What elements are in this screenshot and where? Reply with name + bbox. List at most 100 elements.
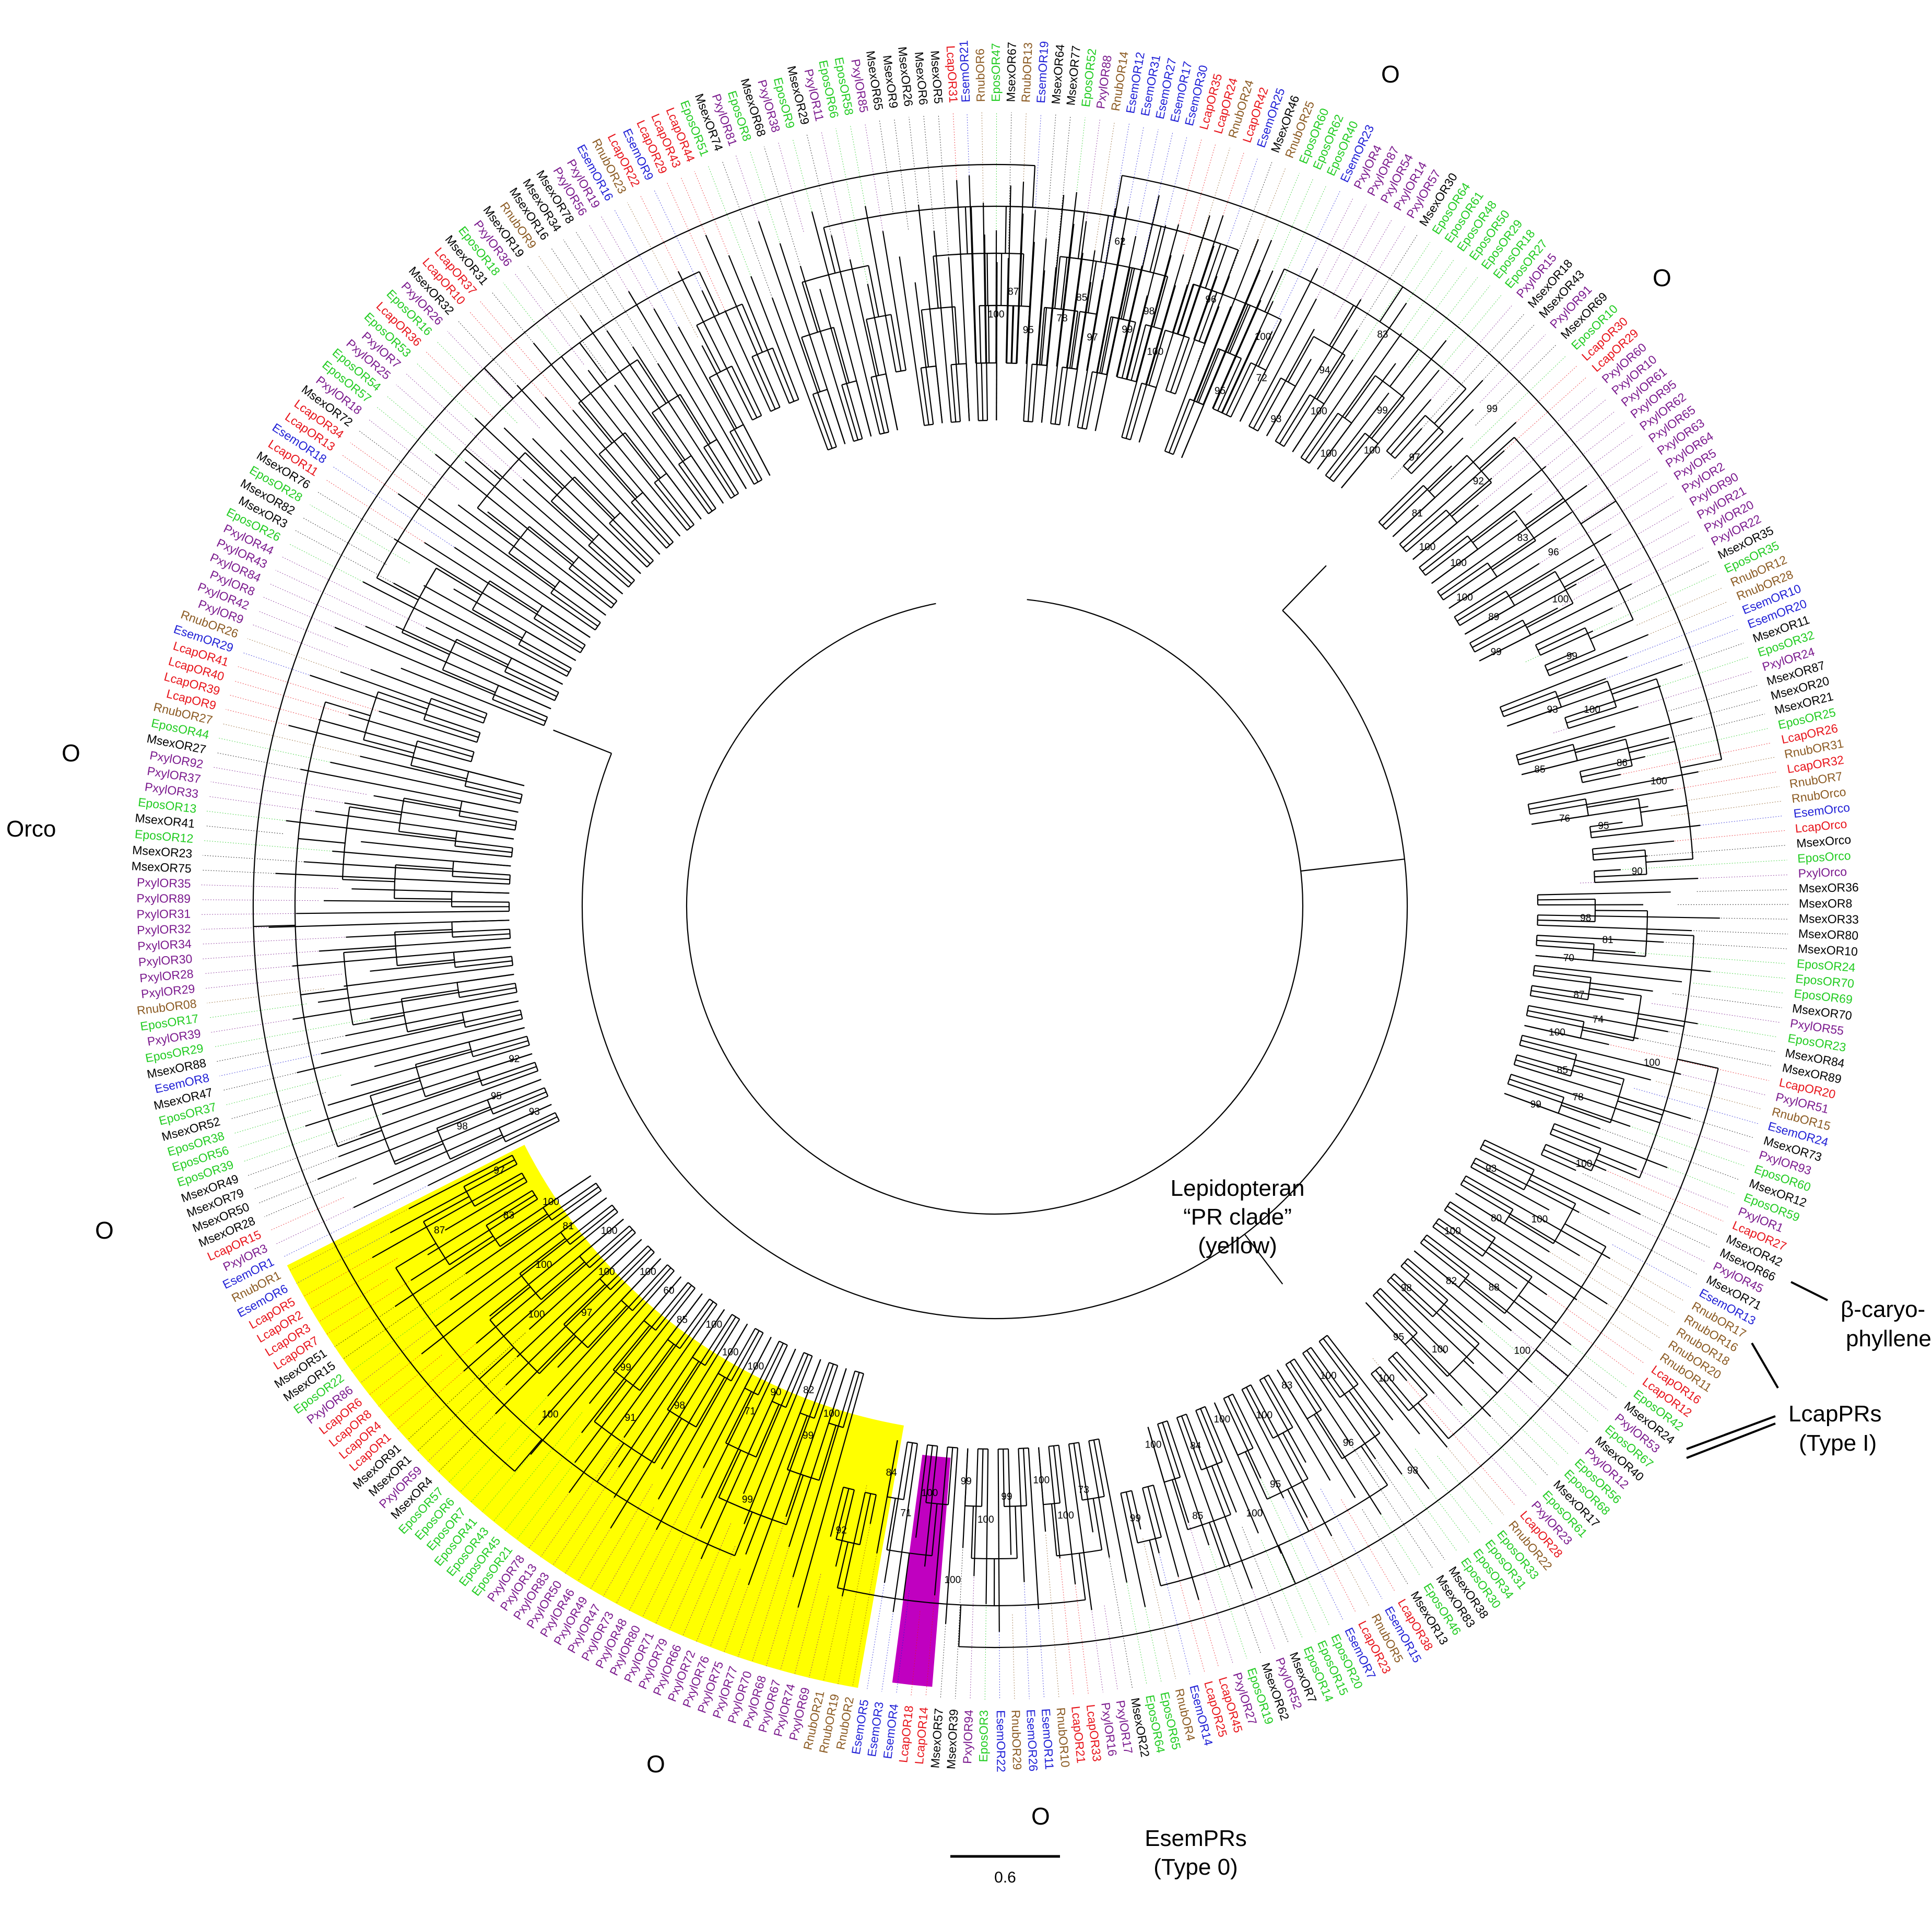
bootstrap-label: 99 bbox=[1530, 1099, 1541, 1110]
terminal-branch bbox=[310, 675, 480, 734]
internal-branch bbox=[477, 507, 520, 540]
terminal-branch bbox=[463, 1225, 630, 1372]
terminal-branch bbox=[924, 1446, 938, 1567]
internal-branch bbox=[1221, 250, 1239, 295]
leaf-label: EposOR3 bbox=[976, 1710, 991, 1762]
leaf-guide-line bbox=[1693, 983, 1784, 994]
internal-branch bbox=[885, 373, 898, 431]
bootstrap-label: 85 bbox=[677, 1315, 688, 1326]
internal-branch bbox=[1515, 1059, 1571, 1077]
internal-branch bbox=[1258, 319, 1282, 367]
internal-branch bbox=[744, 1336, 772, 1389]
terminal-branch bbox=[1096, 206, 1129, 373]
internal-branch bbox=[465, 785, 522, 799]
leaf-guide-line bbox=[1335, 234, 1418, 364]
internal-branch bbox=[1027, 364, 1033, 422]
leaf-guide-line bbox=[881, 1569, 900, 1692]
terminal-branch bbox=[1068, 1444, 1092, 1610]
terminal-branch bbox=[1518, 717, 1693, 766]
internal-branch bbox=[344, 948, 396, 954]
internal-branch bbox=[1403, 509, 1447, 549]
node-arc bbox=[933, 252, 1002, 257]
terminal-branch bbox=[655, 1332, 764, 1531]
node-arc bbox=[718, 1497, 787, 1525]
terminal-branch bbox=[728, 255, 790, 404]
bootstrap-label: 98 bbox=[1401, 1283, 1412, 1293]
internal-branch bbox=[612, 1325, 651, 1370]
bootstrap-label: 98 bbox=[1407, 1465, 1418, 1476]
terminal-branch bbox=[1129, 285, 1176, 440]
terminal-branch bbox=[569, 1299, 710, 1493]
leaf-guide-line bbox=[1032, 1516, 1045, 1699]
terminal-branch bbox=[1088, 1441, 1110, 1558]
internal-branch bbox=[1581, 765, 1633, 778]
internal-branch bbox=[1177, 284, 1195, 335]
terminal-branch bbox=[1595, 878, 1699, 883]
terminal-branch bbox=[1309, 333, 1402, 464]
internal-branch bbox=[965, 363, 970, 421]
internal-branch bbox=[472, 609, 523, 639]
leaf-guide-line bbox=[1050, 115, 1071, 329]
leaf-guide-line bbox=[201, 926, 280, 930]
leaf-guide-line bbox=[710, 1569, 740, 1648]
terminal-branch bbox=[1419, 466, 1547, 568]
leaf-label: EsemOR19 bbox=[1034, 41, 1051, 103]
leaf-guide-line bbox=[1111, 1505, 1147, 1685]
node-arc bbox=[703, 439, 717, 448]
internal-branch bbox=[370, 1080, 421, 1097]
terminal-branch bbox=[1157, 1423, 1189, 1523]
internal-branch bbox=[543, 1175, 592, 1208]
terminal-branch bbox=[1106, 236, 1137, 375]
internal-branch bbox=[1125, 383, 1142, 439]
terminal-branch bbox=[1444, 1209, 1577, 1301]
leaf-label: PxylOR35 bbox=[137, 875, 191, 890]
terminal-branch bbox=[1475, 1157, 1580, 1213]
terminal-branch bbox=[580, 315, 716, 509]
node-arc bbox=[1469, 642, 1476, 653]
node-arc bbox=[598, 432, 626, 455]
terminal-branch bbox=[1516, 1054, 1621, 1085]
internal-branch bbox=[718, 1450, 741, 1498]
node-arc bbox=[1507, 1074, 1512, 1084]
internal-branch bbox=[979, 305, 982, 363]
internal-branch bbox=[868, 265, 879, 317]
internal-branch bbox=[621, 1258, 662, 1301]
internal-branch bbox=[498, 685, 551, 710]
internal-branch bbox=[1447, 1205, 1496, 1239]
node-arc bbox=[482, 713, 488, 723]
internal-branch bbox=[679, 1301, 714, 1349]
terminal-branch bbox=[286, 820, 513, 849]
bootstrap-label: 100 bbox=[988, 309, 1005, 320]
internal-branch bbox=[482, 1066, 537, 1086]
leaf-guide-line bbox=[1612, 1244, 1691, 1288]
terminal-branch bbox=[1325, 392, 1389, 476]
internal-branch bbox=[450, 1134, 503, 1160]
internal-branch bbox=[1123, 268, 1135, 320]
bootstrap-label: 100 bbox=[1552, 594, 1569, 605]
node-arc bbox=[436, 1128, 451, 1160]
internal-branch bbox=[455, 960, 513, 968]
bootstrap-label: 100 bbox=[1145, 1439, 1162, 1450]
leaf-guide-line bbox=[1656, 1081, 1762, 1110]
leaf-guide-line bbox=[269, 583, 393, 639]
node-arc bbox=[580, 644, 586, 653]
terminal-branch bbox=[1302, 1352, 1376, 1460]
internal-branch bbox=[1521, 1040, 1577, 1055]
internal-branch bbox=[731, 1330, 760, 1381]
internal-branch bbox=[1680, 759, 1722, 769]
internal-branch bbox=[833, 327, 850, 383]
terminal-branch bbox=[1564, 685, 1661, 719]
internal-branch bbox=[986, 253, 988, 306]
terminal-branch bbox=[489, 1211, 618, 1317]
node-arc bbox=[519, 1273, 542, 1300]
terminal-branch bbox=[532, 438, 654, 561]
internal-branch bbox=[1348, 1390, 1381, 1433]
leaf-label: EsemOR22 bbox=[994, 1710, 1008, 1772]
node-arc bbox=[921, 306, 955, 311]
leaf-guide-line bbox=[1471, 1313, 1599, 1422]
internal-branch bbox=[1479, 437, 1515, 469]
bootstrap-label: 100 bbox=[1057, 1510, 1074, 1521]
leaf-label: EposOR47 bbox=[989, 43, 1003, 102]
internal-branch bbox=[1329, 305, 1354, 346]
internal-branch bbox=[1640, 805, 1688, 813]
